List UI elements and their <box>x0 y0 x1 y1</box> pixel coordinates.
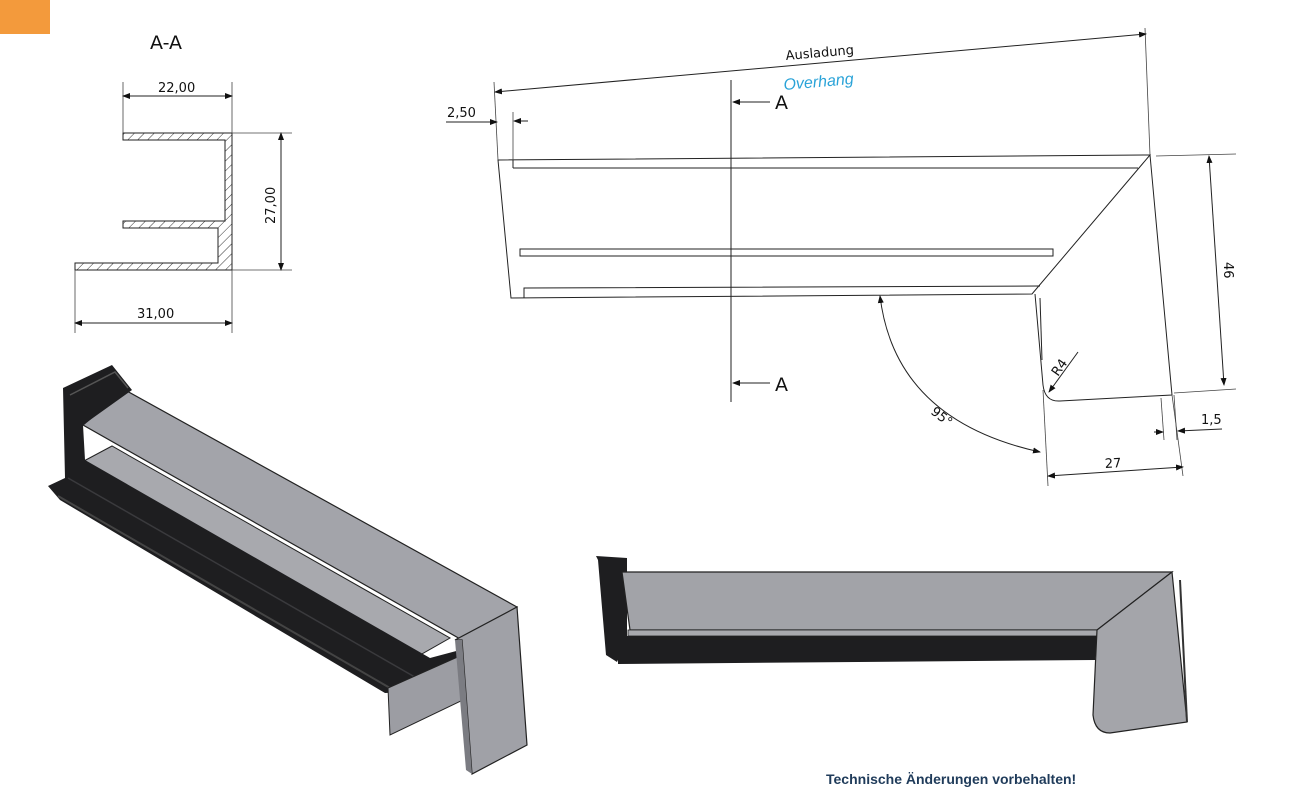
dim-top-width-label: 22,00 <box>158 81 195 96</box>
plan-view: A A Ausladung Overhang 2,50 46 R <box>446 27 1237 487</box>
section-mark-bottom: A <box>775 374 788 396</box>
dim-top-width: 22,00 <box>122 81 233 133</box>
dim-offset-label: 2,50 <box>447 106 476 121</box>
dim-height-label: 27,00 <box>264 187 279 224</box>
dim-thickness: 1,5 <box>1154 394 1223 441</box>
overhang-en-label: Overhang <box>783 71 855 94</box>
dim-depth: 46 <box>1155 153 1237 394</box>
dim-overhang: Ausladung Overhang <box>493 27 1151 161</box>
dim-height: 27,00 <box>232 132 292 271</box>
section-title: A-A <box>150 32 182 54</box>
dim-depth-label: 46 <box>1220 262 1235 279</box>
section-profile <box>74 132 233 271</box>
dim-bottom-width: 31,00 <box>74 270 233 333</box>
accent-tab <box>0 0 50 34</box>
dim-offset: 2,50 <box>446 106 528 160</box>
dim-flange: 27 <box>1042 389 1184 487</box>
dim-angle-label: 95° <box>928 404 955 430</box>
render-isometric <box>48 365 528 775</box>
dim-flange-label: 27 <box>1104 456 1121 472</box>
dim-radius-label: R4 <box>1049 357 1071 380</box>
overhang-de-label: Ausladung <box>785 43 855 64</box>
section-view: A-A 22,00 27,00 31,00 <box>74 32 292 333</box>
dim-angle: 95° <box>877 295 1041 454</box>
dim-radius: R4 <box>1048 351 1079 393</box>
section-mark-top: A <box>775 92 788 114</box>
dim-bottom-width-label: 31,00 <box>137 307 174 322</box>
dim-thickness-label: 1,5 <box>1201 413 1222 428</box>
footer-notice: Technische Änderungen vorbehalten! <box>826 771 1076 787</box>
render-front <box>596 556 1188 734</box>
